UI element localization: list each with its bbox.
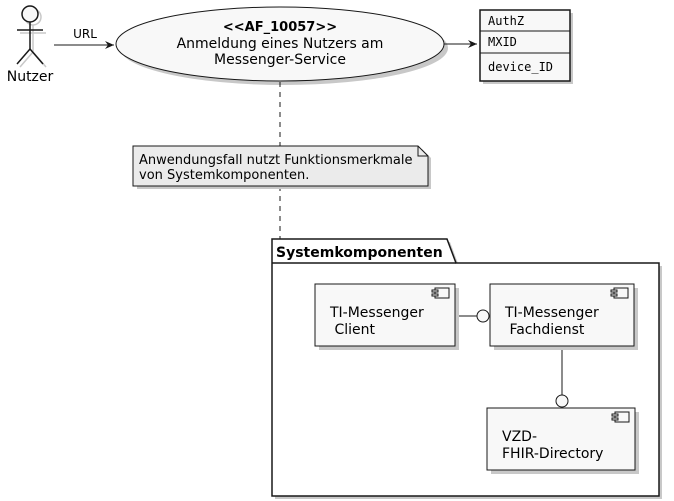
interface-lollipop-icon [476,309,490,323]
note[interactable]: Anwendungsfall nutzt Funktionsmerkmale v… [132,145,431,189]
actor-nutzer[interactable]: Nutzer [7,5,54,85]
note-corner-fold [417,146,428,157]
note-text-line2: von Systemkomponenten. [139,168,309,183]
component-icon [611,411,630,423]
component-vzd-fhir-directory[interactable]: VZD- FHIR-Directory [486,407,639,474]
component-label-line1: TI-Messenger [329,305,424,321]
component-frame [486,407,636,471]
package-systemkomponenten[interactable]: Systemkomponenten TI-Messenger Client [271,238,662,499]
component-label-line1: TI-Messenger [504,305,599,321]
component-ti-messenger-fachdienst[interactable]: TI-Messenger Fachdienst [489,283,638,350]
data-field-mxid: MXID [488,35,517,49]
component-label-line2: Fachdienst [505,322,585,338]
actor-label: Nutzer [7,69,54,85]
component-icon [610,287,629,299]
note-text-line1: Anwendungsfall nutzt Funktionsmerkmale [139,153,413,168]
package-title: Systemkomponenten [276,245,443,261]
url-edge-label: URL [73,27,97,41]
usecase-af-10057[interactable]: <<AF_10057>> Anmeldung eines Nutzers am … [115,6,448,85]
data-box-frame [479,9,571,82]
usecase-stereotype: <<AF_10057>> [223,20,337,35]
component-label-line1: VZD- [502,429,537,445]
data-field-authz: AuthZ [488,14,524,28]
note-frame [132,145,429,187]
component-ti-messenger-client[interactable]: TI-Messenger Client [314,283,459,350]
data-objects-box[interactable]: AuthZ MXID device_ID [479,9,573,84]
component-frame [489,283,635,347]
component-label-line2: Client [330,322,375,338]
component-icon [431,287,450,299]
stick-figure-icon [16,5,44,65]
usecase-title-line2: Messenger-Service [214,52,346,68]
interface-lollipop-icon [555,394,569,408]
usecase-title-line1: Anmeldung eines Nutzers am [177,36,384,52]
data-field-device-id: device_ID [488,60,553,74]
component-label-line2: FHIR-Directory [502,446,603,462]
